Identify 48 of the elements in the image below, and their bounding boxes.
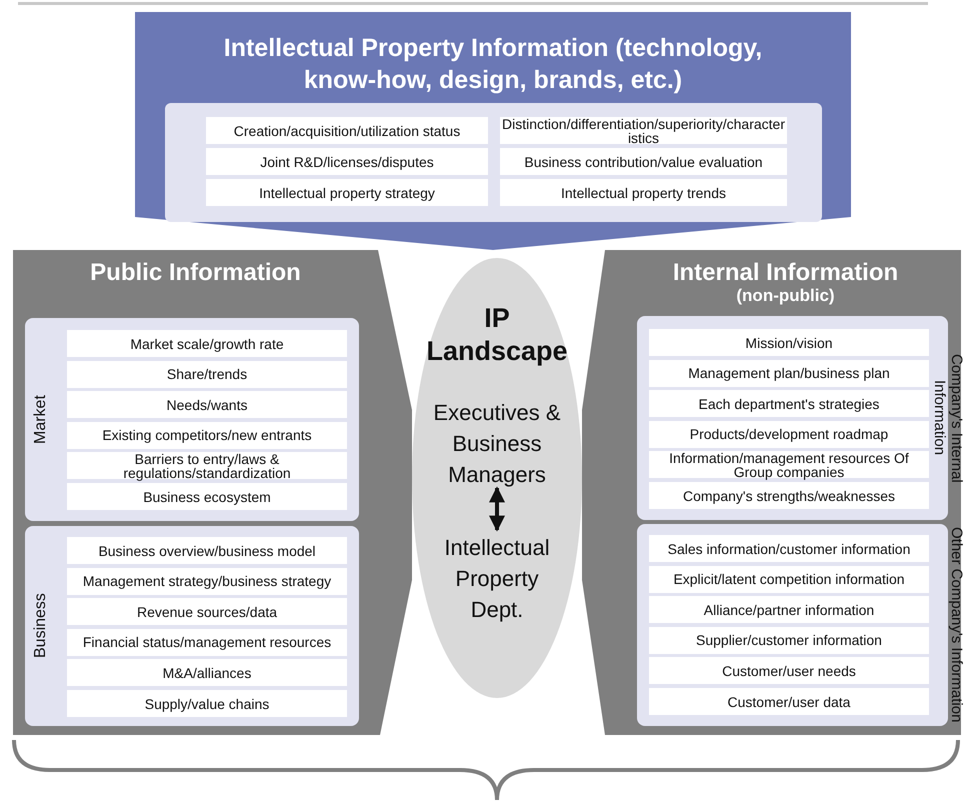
info-item: Management plan/business plan [649, 360, 929, 387]
info-item: Barriers to entry/laws & regulations/standardization [67, 452, 347, 480]
center-ellipse [412, 258, 582, 698]
info-item: Information/management resources Of Group companies [649, 451, 929, 478]
panel-title: Intellectual Property Information (technology, know-how, design, brands, etc.) [222, 33, 764, 96]
section-label: Business [33, 592, 50, 660]
info-item: M&A/alliances [67, 659, 347, 686]
info-item: Customer/user needs [649, 657, 929, 684]
category-panel [582, 250, 961, 737]
info-item: Sales information/customer information [649, 535, 929, 562]
info-item: Intellectual property strategy [206, 179, 488, 206]
section-label: Other Company's Information [947, 526, 965, 725]
info-item: Joint R&D/licenses/disputes [206, 148, 488, 175]
info-item: Management strategy/business strategy [67, 568, 347, 595]
info-item: Needs/wants [67, 391, 347, 418]
role-text: Executives & Business Managers [420, 398, 574, 488]
info-item: Business ecosystem [67, 483, 347, 510]
info-item: Mission/vision [649, 329, 929, 356]
info-item: Creation/acquisition/utilization status [206, 117, 488, 144]
subcategory-panel [25, 318, 359, 521]
info-item: Existing competitors/new entrants [67, 422, 347, 449]
info-item: Revenue sources/data [67, 598, 347, 626]
info-item: Market scale/growth rate [67, 330, 347, 357]
subcategory-panel [25, 526, 359, 726]
category-panel [135, 12, 851, 250]
category-panel [13, 250, 412, 737]
info-item: Business overview/business model [67, 537, 347, 564]
panel-subtitle: (non-public) [735, 286, 836, 306]
center-title: IP Landscape [425, 302, 569, 368]
info-item: Each department's strategies [649, 390, 929, 418]
info-item: Supply/value chains [67, 690, 347, 717]
info-item: Customer/user data [649, 688, 929, 715]
panel-title: Internal Information [672, 258, 900, 288]
info-item: Supplier/customer information [649, 626, 929, 654]
panel-title: Public Information [89, 258, 302, 288]
info-item: Intellectual property trends [500, 179, 787, 206]
info-item: Distinction/differentiation/superiority/characteristics [500, 117, 787, 144]
info-item: Explicit/latent competition information [649, 566, 929, 593]
info-item: Products/development roadmap [649, 420, 929, 448]
double-arrow [489, 486, 505, 532]
role-text: Intellectual Property Dept. [432, 530, 562, 626]
info-item: Financial status/management resources [67, 628, 347, 656]
info-item: Company's strengths/weaknesses [649, 482, 929, 509]
info-item: Alliance/partner information [649, 596, 929, 624]
info-item: Business contribution/value evaluation [500, 148, 787, 175]
section-label: Market [33, 394, 50, 446]
section-label: Company's Internal Information [930, 352, 965, 484]
info-item: Share/trends [67, 360, 347, 388]
